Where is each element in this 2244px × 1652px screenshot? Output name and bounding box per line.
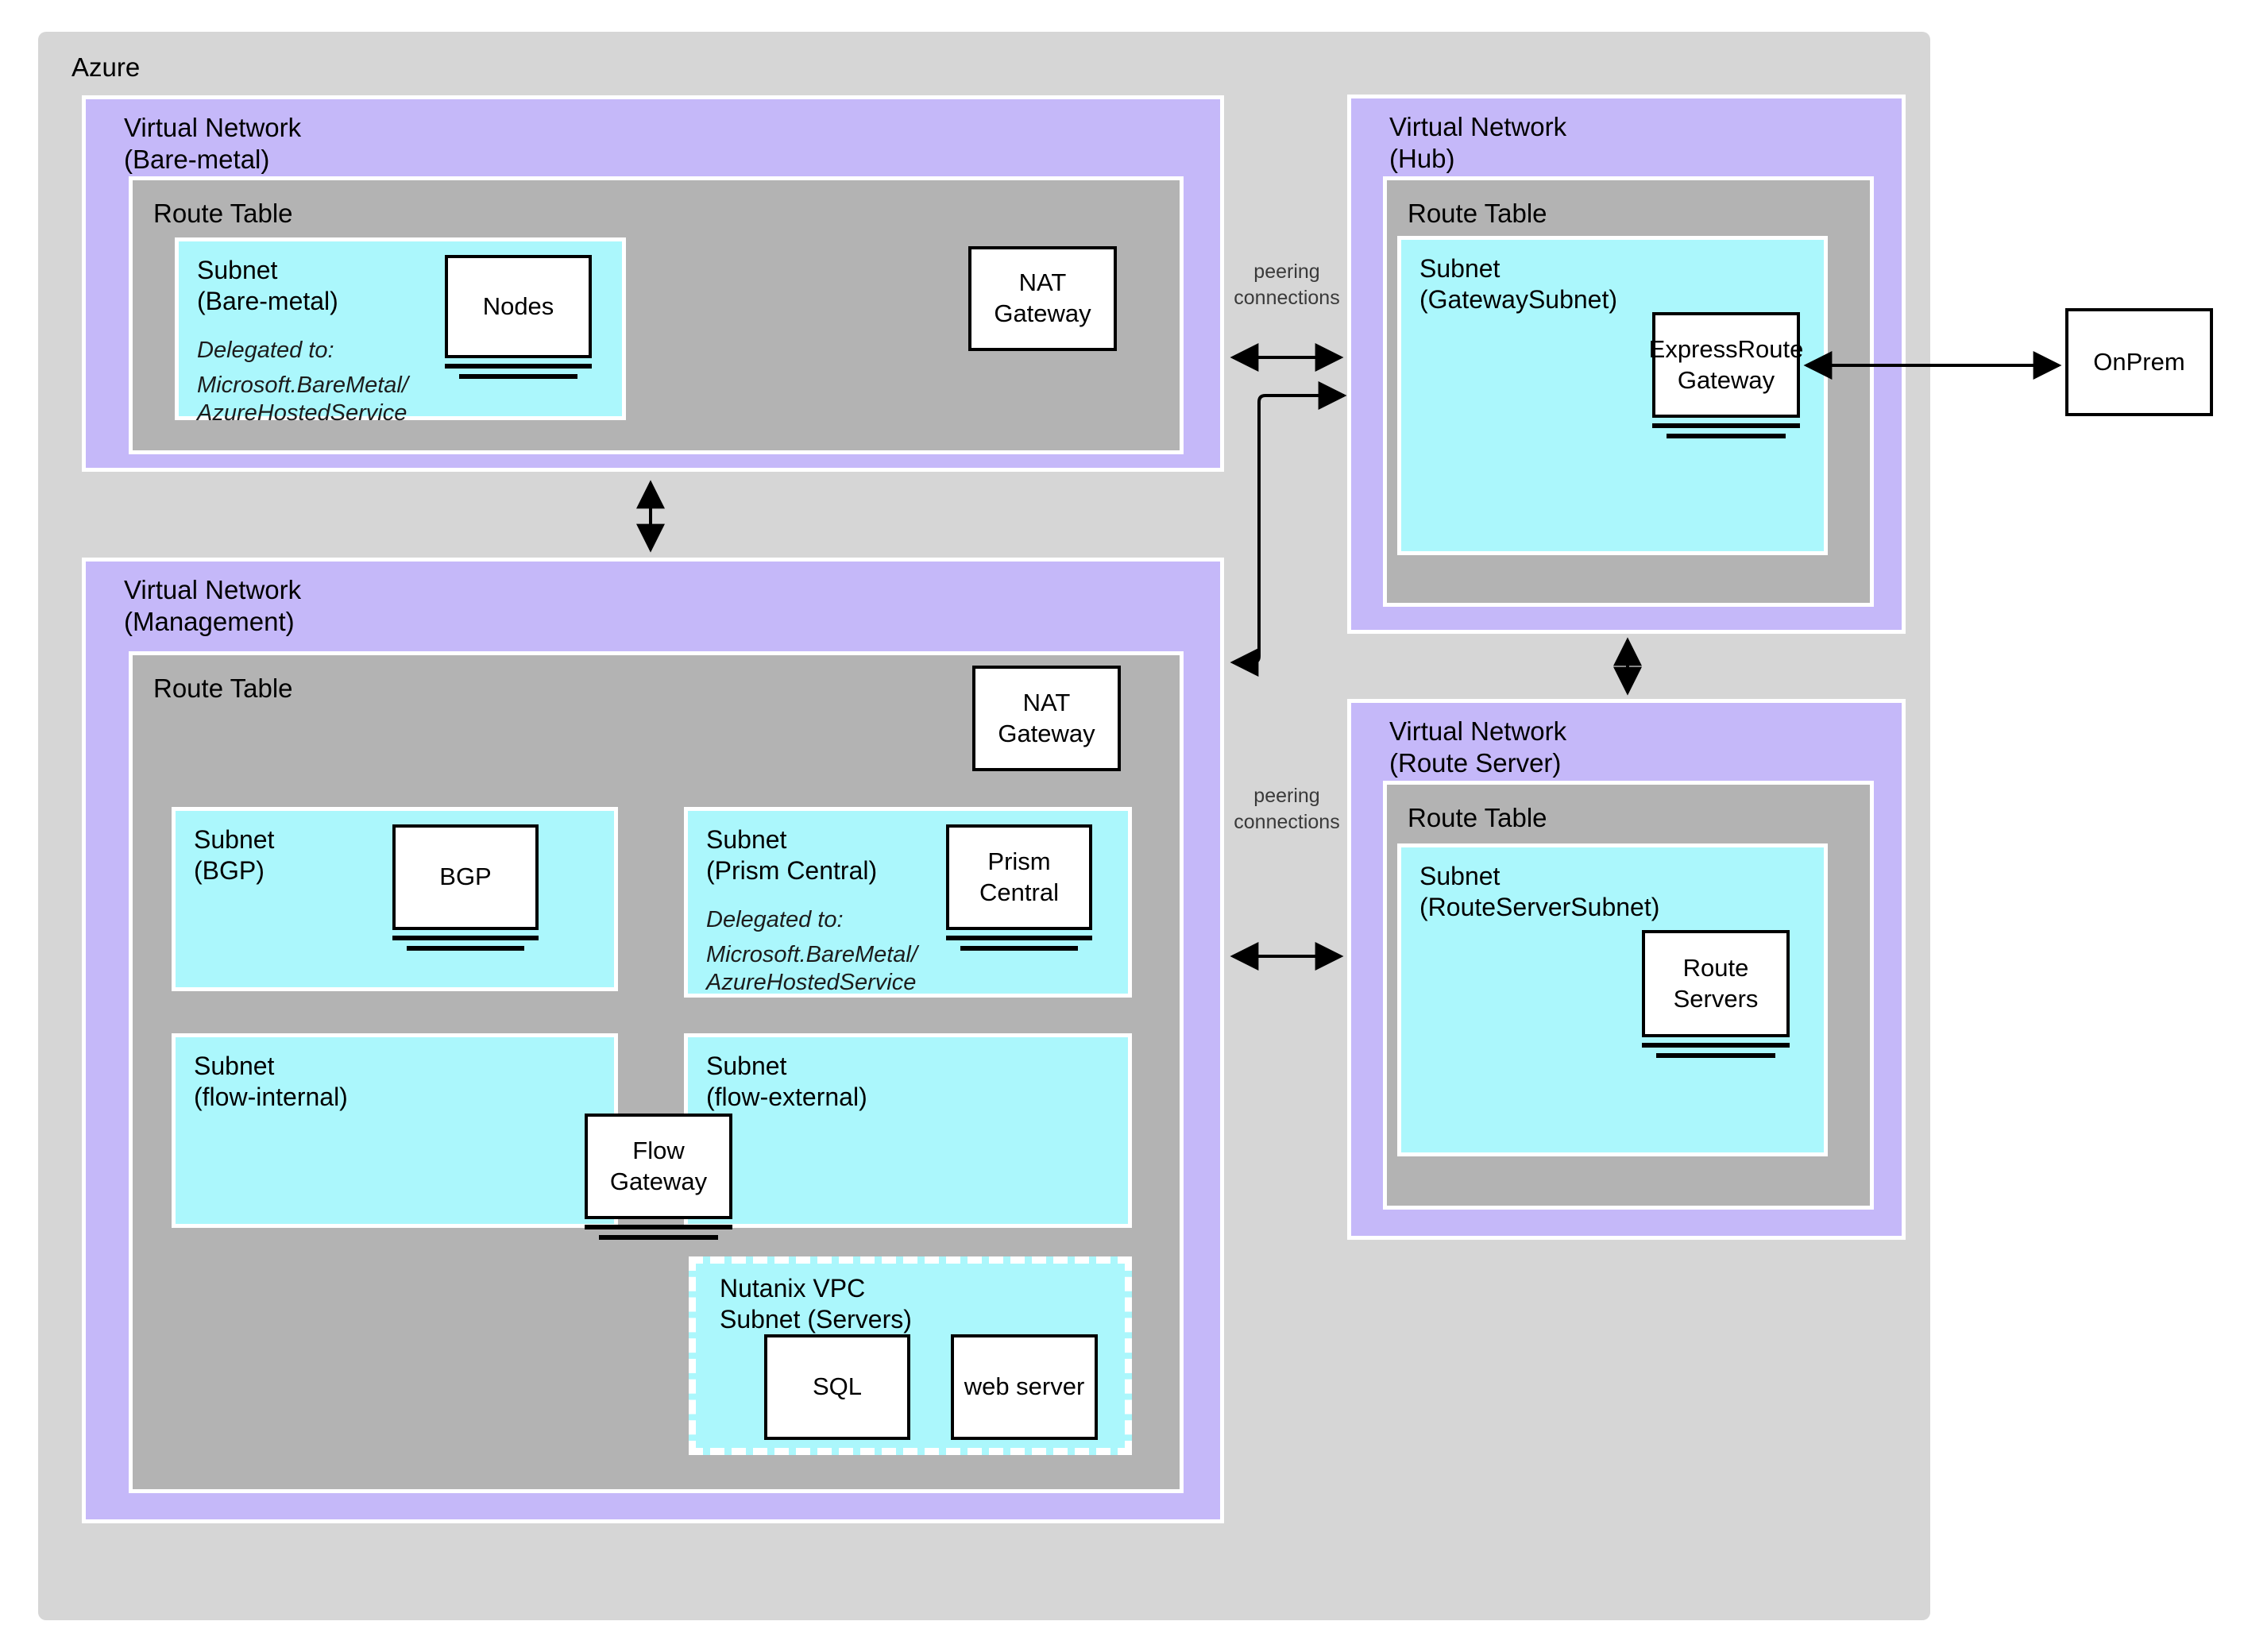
subnet-gateway-subnet-title: Subnet (GatewaySubnet) bbox=[1419, 254, 1618, 315]
peering-connections-label-top: peering connections bbox=[1234, 261, 1340, 309]
route-servers-box: Route Servers bbox=[1642, 930, 1790, 1058]
delegated-to-value: Microsoft.BareMetal/ AzureHostedService bbox=[197, 372, 408, 426]
vnet-route-server-title: Virtual Network (Route Server) bbox=[1389, 716, 1567, 778]
nat-gateway-bare-metal-box: NAT Gateway bbox=[968, 246, 1117, 351]
web-server-box: web server bbox=[951, 1334, 1098, 1440]
flow-gateway-box: Flow Gateway bbox=[585, 1114, 732, 1240]
nutanix-vpc-subnet-title: Nutanix VPC Subnet (Servers) bbox=[720, 1274, 912, 1334]
route-table-route-server-title: Route Table bbox=[1408, 803, 1547, 832]
route-table-management-title: Route Table bbox=[153, 674, 293, 703]
subnet-bgp-title: Subnet (BGP) bbox=[194, 825, 275, 886]
sql-box: SQL bbox=[764, 1334, 910, 1440]
nodes-box: Nodes bbox=[445, 255, 592, 379]
subnet-bare-metal-delegation: Delegated to: Microsoft.BareMetal/ Azure… bbox=[197, 338, 622, 427]
subnet-flow-external: Subnet (flow-external) bbox=[684, 1033, 1132, 1228]
subnet-route-server-subnet-title: Subnet (RouteServerSubnet) bbox=[1419, 862, 1660, 922]
onprem-box: OnPrem bbox=[2065, 308, 2213, 416]
bgp-box: BGP bbox=[392, 824, 539, 951]
route-table-bare-metal-title: Route Table bbox=[153, 199, 293, 228]
subnet-prism-central-title: Subnet (Prism Central) bbox=[706, 825, 878, 886]
vnet-management-title: Virtual Network (Management) bbox=[124, 575, 302, 637]
peering-connections-label-bottom: peering connections bbox=[1234, 785, 1340, 833]
nat-gateway-management-box: NAT Gateway bbox=[972, 666, 1121, 771]
delegated-to-label: Delegated to: bbox=[197, 338, 334, 364]
prism-central-box: Prism Central bbox=[946, 824, 1092, 951]
delegated-to-label: Delegated to: bbox=[706, 907, 844, 933]
azure-label: Azure bbox=[71, 52, 141, 82]
vnet-hub-title: Virtual Network (Hub) bbox=[1389, 112, 1567, 174]
subnet-bare-metal-title: Subnet (Bare-metal) bbox=[197, 256, 338, 316]
vnet-bare-metal-title: Virtual Network (Bare-metal) bbox=[124, 113, 302, 175]
subnet-flow-internal-title: Subnet (flow-internal) bbox=[194, 1052, 348, 1112]
subnet-flow-external-title: Subnet (flow-external) bbox=[706, 1052, 867, 1112]
subnet-flow-internal: Subnet (flow-internal) bbox=[172, 1033, 618, 1228]
expressroute-gateway-box: ExpressRoute Gateway bbox=[1649, 312, 1803, 438]
route-table-hub-title: Route Table bbox=[1408, 199, 1547, 228]
subnet-prism-central-delegation: Delegated to: Microsoft.BareMetal/ Azure… bbox=[706, 907, 1128, 997]
delegated-to-value: Microsoft.BareMetal/ AzureHostedService bbox=[706, 942, 917, 995]
